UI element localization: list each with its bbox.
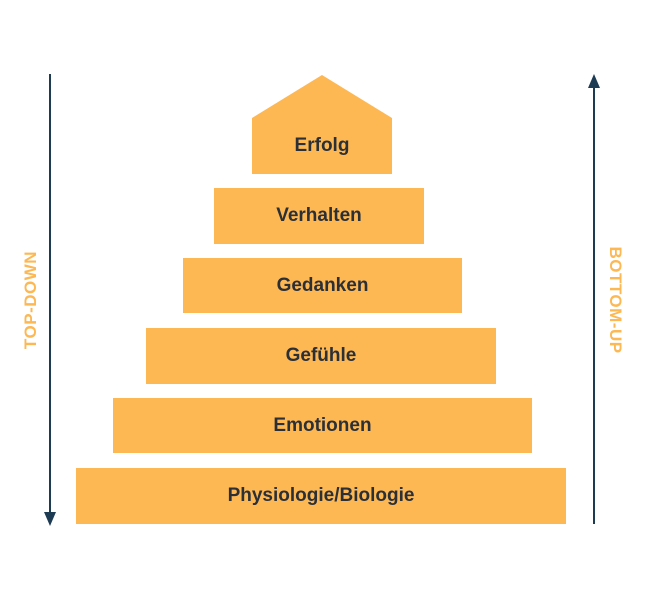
top-down-arrow-icon [44,74,56,526]
house-shape-icon [252,75,392,174]
layer-label: Gefühle [285,345,357,366]
pyramid-layer-gefuehle: Gefühle [146,328,496,384]
pyramid-layer-physiologie: Physiologie/Biologie [76,468,566,524]
layer-label: Gedanken [276,274,369,296]
top-down-label: TOP-DOWN [21,250,40,350]
layer-label: Physiologie/Biologie [227,485,415,506]
layer-label: Verhalten [276,205,362,226]
pyramid-layer-emotionen: Emotionen [113,398,532,453]
pyramid-top-erfolg: Erfolg [252,75,392,174]
pyramid-layer-verhalten: Verhalten [214,188,424,244]
layer-label: Emotionen [273,414,372,436]
bottom-up-label: BOTTOM-UP [606,246,625,354]
layer-label: Erfolg [294,135,350,156]
bottom-up-arrow-icon [588,74,600,524]
pyramid-layer-gedanken: Gedanken [183,258,462,313]
